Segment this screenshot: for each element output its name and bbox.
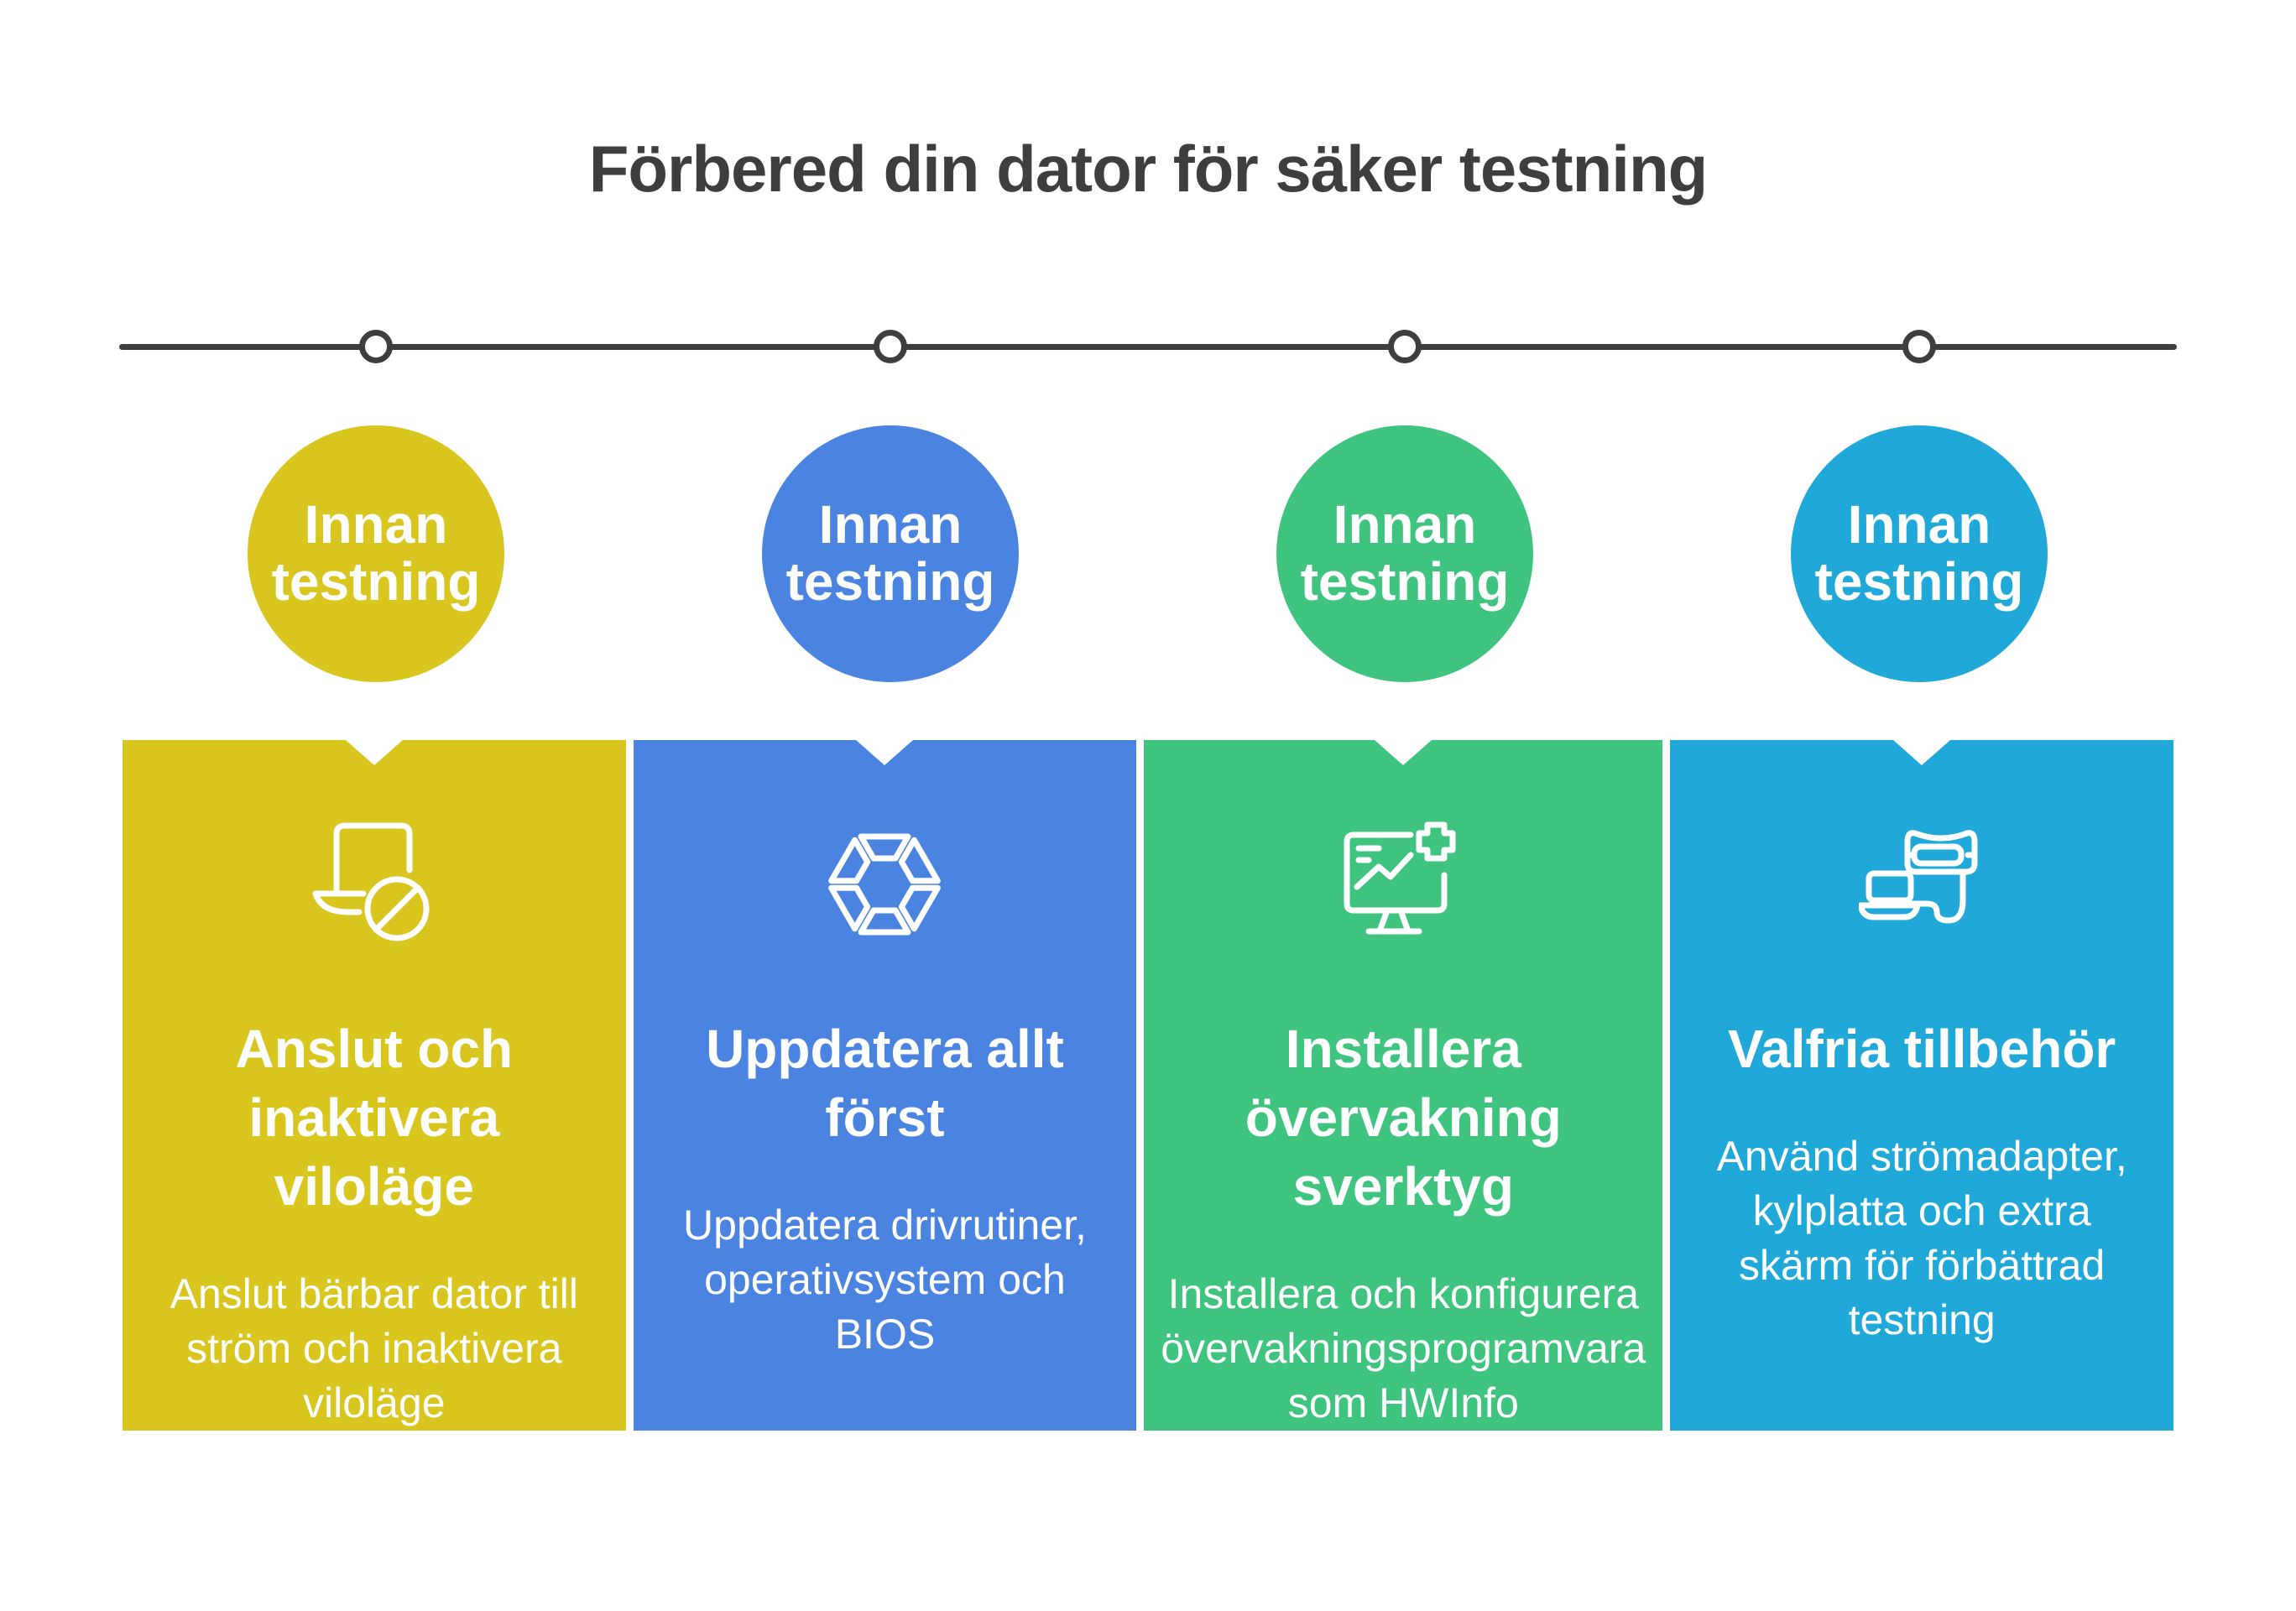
page-title: Förbered din dator för säker testning (588, 132, 1709, 206)
step-card-4: Valfria tillbehör Använd strömadapter, k… (1670, 740, 2173, 1431)
step-icon-wrap (1340, 821, 1466, 946)
laptop-sleep-disabled-icon (312, 822, 430, 941)
card-notch (345, 740, 403, 765)
step-description: Uppdatera drivrutiner, operativsystem oc… (683, 1201, 1087, 1358)
timeline-node-1 (359, 330, 393, 363)
card-notch (856, 740, 914, 765)
steps-row: Anslut och inaktivera viloläge Anslut bä… (123, 740, 2173, 1431)
step-badge-3: Innan testning (1276, 425, 1533, 682)
card-notch (1893, 740, 1951, 765)
timeline-node-3 (1388, 330, 1422, 363)
step-card-3: Installera övervakning sverktyg Installe… (1144, 740, 1663, 1431)
step-icon-wrap (822, 822, 947, 946)
step-card-2: Uppdatera allt först Uppdatera drivrutin… (633, 740, 1137, 1431)
timeline-line (119, 344, 2177, 350)
step-description: Anslut bärbar dator till ström och inakt… (170, 1270, 578, 1426)
step-title: Anslut och inaktivera viloläge (235, 1019, 514, 1217)
step-badge-1: Innan testning (248, 425, 504, 682)
monitor-diagnostics-icon (1344, 821, 1456, 935)
power-adapter-laptop-icon (1859, 830, 1978, 924)
timeline-node-4 (1902, 330, 1936, 363)
step-card-1: Anslut och inaktivera viloläge Anslut bä… (123, 740, 626, 1431)
timeline-node-2 (874, 330, 907, 363)
step-badge-2: Innan testning (762, 425, 1019, 682)
card-notch (1375, 740, 1432, 765)
update-cycle-icon (828, 833, 942, 936)
step-icon-wrap (311, 822, 437, 946)
step-title: Uppdatera allt först (706, 1019, 1064, 1148)
step-title: Installera övervakning sverktyg (1245, 1019, 1562, 1217)
step-title: Valfria tillbehör (1727, 1019, 2116, 1079)
step-description: Installera och konfigurera övervakningsp… (1161, 1270, 1646, 1426)
step-badge-4: Innan testning (1791, 425, 2048, 682)
step-description: Använd strömadapter, kylplatta och extra… (1716, 1132, 2127, 1343)
step-icon-wrap (1859, 822, 1985, 946)
